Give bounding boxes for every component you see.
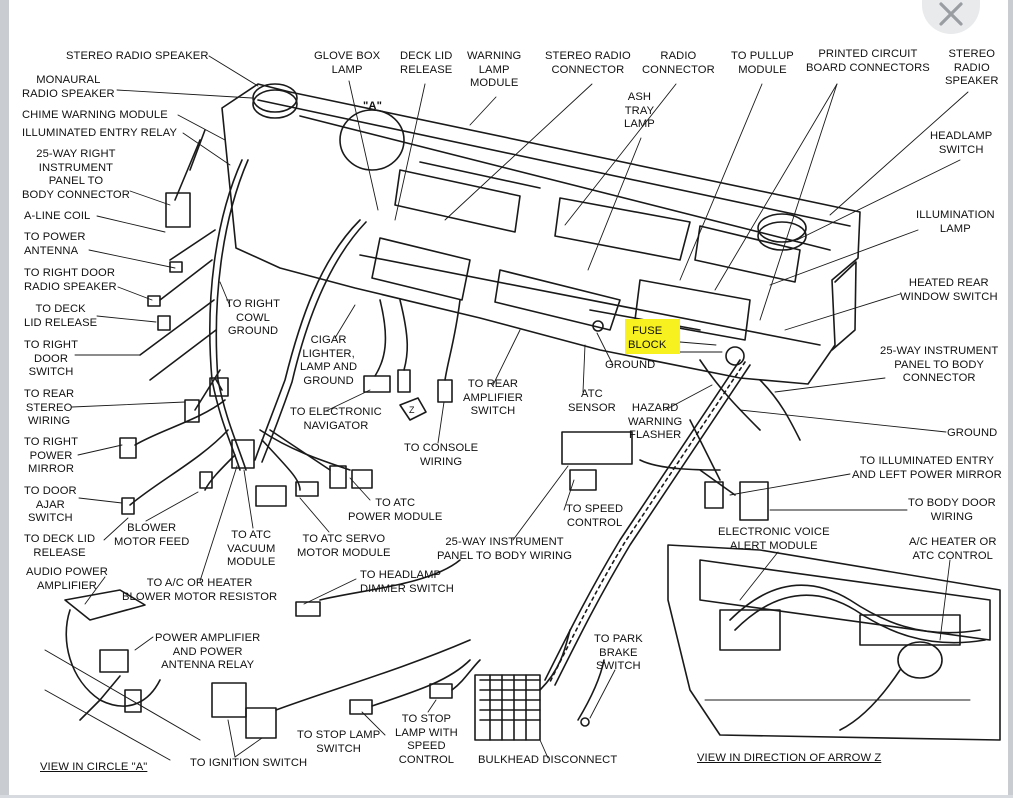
- label-park-brake-switch: TO PARK BRAKE SWITCH: [594, 633, 643, 672]
- circle-a-shape: [339, 109, 405, 171]
- label-stop-lamp-speed: TO STOP LAMP WITH SPEED CONTROL: [395, 713, 458, 766]
- label-headlamp-dimmer: TO HEADLAMP DIMMER SWITCH: [360, 569, 454, 595]
- monaural-speaker-shape: [252, 83, 298, 113]
- label-cigar-lighter: CIGAR LIGHTER, LAMP AND GROUND: [300, 334, 358, 387]
- label-deck-lid-release-left: TO DECK LID RELEASE: [24, 303, 98, 329]
- label-stereo-radio-connector: STEREO RADIO CONNECTOR: [545, 50, 631, 76]
- bulkhead-shape: [474, 674, 541, 741]
- label-headlamp-switch: HEADLAMP SWITCH: [930, 130, 993, 156]
- label-rear-amp-switch: TO REAR AMPLIFIER SWITCH: [463, 378, 523, 417]
- label-radio-connector: RADIO CONNECTOR: [642, 50, 715, 76]
- label-heated-rear-window: HEATED REAR WINDOW SWITCH: [900, 277, 998, 303]
- label-stereo-speaker-right: STEREO RADIO SPEAKER: [945, 48, 999, 87]
- label-glove-box-lamp: GLOVE BOX LAMP: [314, 50, 381, 76]
- label-deck-lid-release-bottom: TO DECK LID RELEASE: [24, 533, 96, 559]
- label-console-wiring: TO CONSOLE WIRING: [404, 442, 479, 468]
- label-electronic-voice-alert: ELECTRONIC VOICE ALERT MODULE: [718, 526, 830, 552]
- label-power-amp-relay: POWER AMPLIFIER AND POWER ANTENNA RELAY: [155, 632, 261, 671]
- close-icon: [939, 2, 963, 26]
- label-illuminated-entry-mirror: TO ILLUMINATED ENTRY AND LEFT POWER MIRR…: [852, 455, 1002, 481]
- label-right-panel-connector: 25-WAY RIGHT INSTRUMENT PANEL TO BODY CO…: [22, 148, 130, 201]
- window-frame-left: [0, 0, 9, 798]
- label-bulkhead-disconnect: BULKHEAD DISCONNECT: [478, 754, 618, 766]
- label-illumination-lamp: ILLUMINATION LAMP: [916, 209, 995, 235]
- right-speaker-shape: [757, 213, 807, 243]
- left-harness: [209, 159, 243, 471]
- label-body-door-wiring: TO BODY DOOR WIRING: [908, 497, 996, 523]
- label-atc-power-module: TO ATC POWER MODULE: [348, 497, 443, 523]
- label-a-line-coil: A-LINE COIL: [24, 210, 91, 222]
- label-arrow-z: Z: [409, 405, 415, 415]
- label-ac-heater-control: A/C HEATER OR ATC CONTROL: [909, 536, 997, 562]
- label-fuse-block: FUSE BLOCK: [628, 325, 667, 351]
- label-circle-a-callout: "A": [363, 100, 382, 112]
- label-blower-motor-resistor: TO A/C OR HEATER BLOWER MOTOR RESISTOR: [122, 577, 278, 603]
- label-right-door-speaker: TO RIGHT DOOR RADIO SPEAKER: [24, 267, 117, 293]
- label-chime-module: CHIME WARNING MODULE: [22, 109, 168, 121]
- label-right-door-switch: TO RIGHT DOOR SWITCH: [24, 339, 79, 378]
- label-pcb-connectors: PRINTED CIRCUIT BOARD CONNECTORS: [806, 48, 930, 74]
- label-pullup-module: TO PULLUP MODULE: [731, 50, 794, 76]
- label-warning-lamp-module: WARNING LAMP MODULE: [467, 50, 522, 89]
- label-hazard-flasher: HAZARD WARNING FLASHER: [628, 402, 683, 441]
- amplifier-shape: [64, 589, 146, 621]
- window-frame-right: [1008, 0, 1013, 798]
- label-instrument-panel-body-wiring: 25-WAY INSTRUMENT PANEL TO BODY WIRING: [437, 536, 573, 562]
- instrument-panel-outline: [221, 83, 861, 385]
- label-rear-stereo-wiring: TO REAR STEREO WIRING: [24, 388, 75, 427]
- label-atc-vacuum-module: TO ATC VACUUM MODULE: [227, 529, 276, 568]
- label-stereo-speaker-left: STEREO RADIO SPEAKER: [66, 50, 209, 62]
- label-ground-right: GROUND: [947, 427, 998, 439]
- label-stop-lamp-switch: TO STOP LAMP SWITCH: [297, 729, 381, 755]
- label-blower-motor-feed: BLOWER MOTOR FEED: [114, 522, 190, 548]
- window-frame-bottom: [0, 795, 1013, 798]
- label-right-power-mirror: TO RIGHT POWER MIRROR: [24, 436, 79, 475]
- label-monaural-speaker: MONAURAL RADIO SPEAKER: [22, 74, 115, 100]
- label-electronic-navigator: TO ELECTRONIC NAVIGATOR: [290, 406, 382, 432]
- label-illuminated-entry-relay: ILLUMINATED ENTRY RELAY: [22, 127, 178, 139]
- fuse-block-highlight: [625, 319, 680, 354]
- center-harness: [254, 219, 361, 461]
- label-door-ajar-switch: TO DOOR AJAR SWITCH: [24, 485, 77, 524]
- arrow-z-shape: [399, 397, 427, 421]
- label-right-cowl-ground: TO RIGHT COWL GROUND: [226, 298, 281, 337]
- label-atc-servo-module: TO ATC SERVO MOTOR MODULE: [297, 533, 391, 559]
- body-connector-shape: [165, 192, 191, 228]
- label-ash-tray-lamp: ASH TRAY LAMP: [624, 91, 655, 130]
- label-ignition-switch: TO IGNITION SWITCH: [190, 757, 308, 769]
- label-power-antenna: TO POWER ANTENNA: [24, 231, 86, 257]
- label-audio-power-amp: AUDIO POWER AMPLIFIER: [26, 566, 108, 592]
- label-deck-lid-release-top: DECK LID RELEASE: [400, 50, 453, 76]
- label-speed-control: TO SPEED CONTROL: [566, 503, 624, 529]
- label-view-arrow-z: VIEW IN DIRECTION OF ARROW Z: [697, 752, 882, 764]
- label-view-circle-a: VIEW IN CIRCLE "A": [40, 761, 148, 773]
- label-instrument-body-connector: 25-WAY INSTRUMENT PANEL TO BODY CONNECTO…: [880, 345, 999, 384]
- label-atc-sensor: ATC SENSOR: [568, 388, 616, 414]
- label-ground-center: GROUND: [605, 359, 656, 371]
- inset-panel: [667, 544, 1001, 741]
